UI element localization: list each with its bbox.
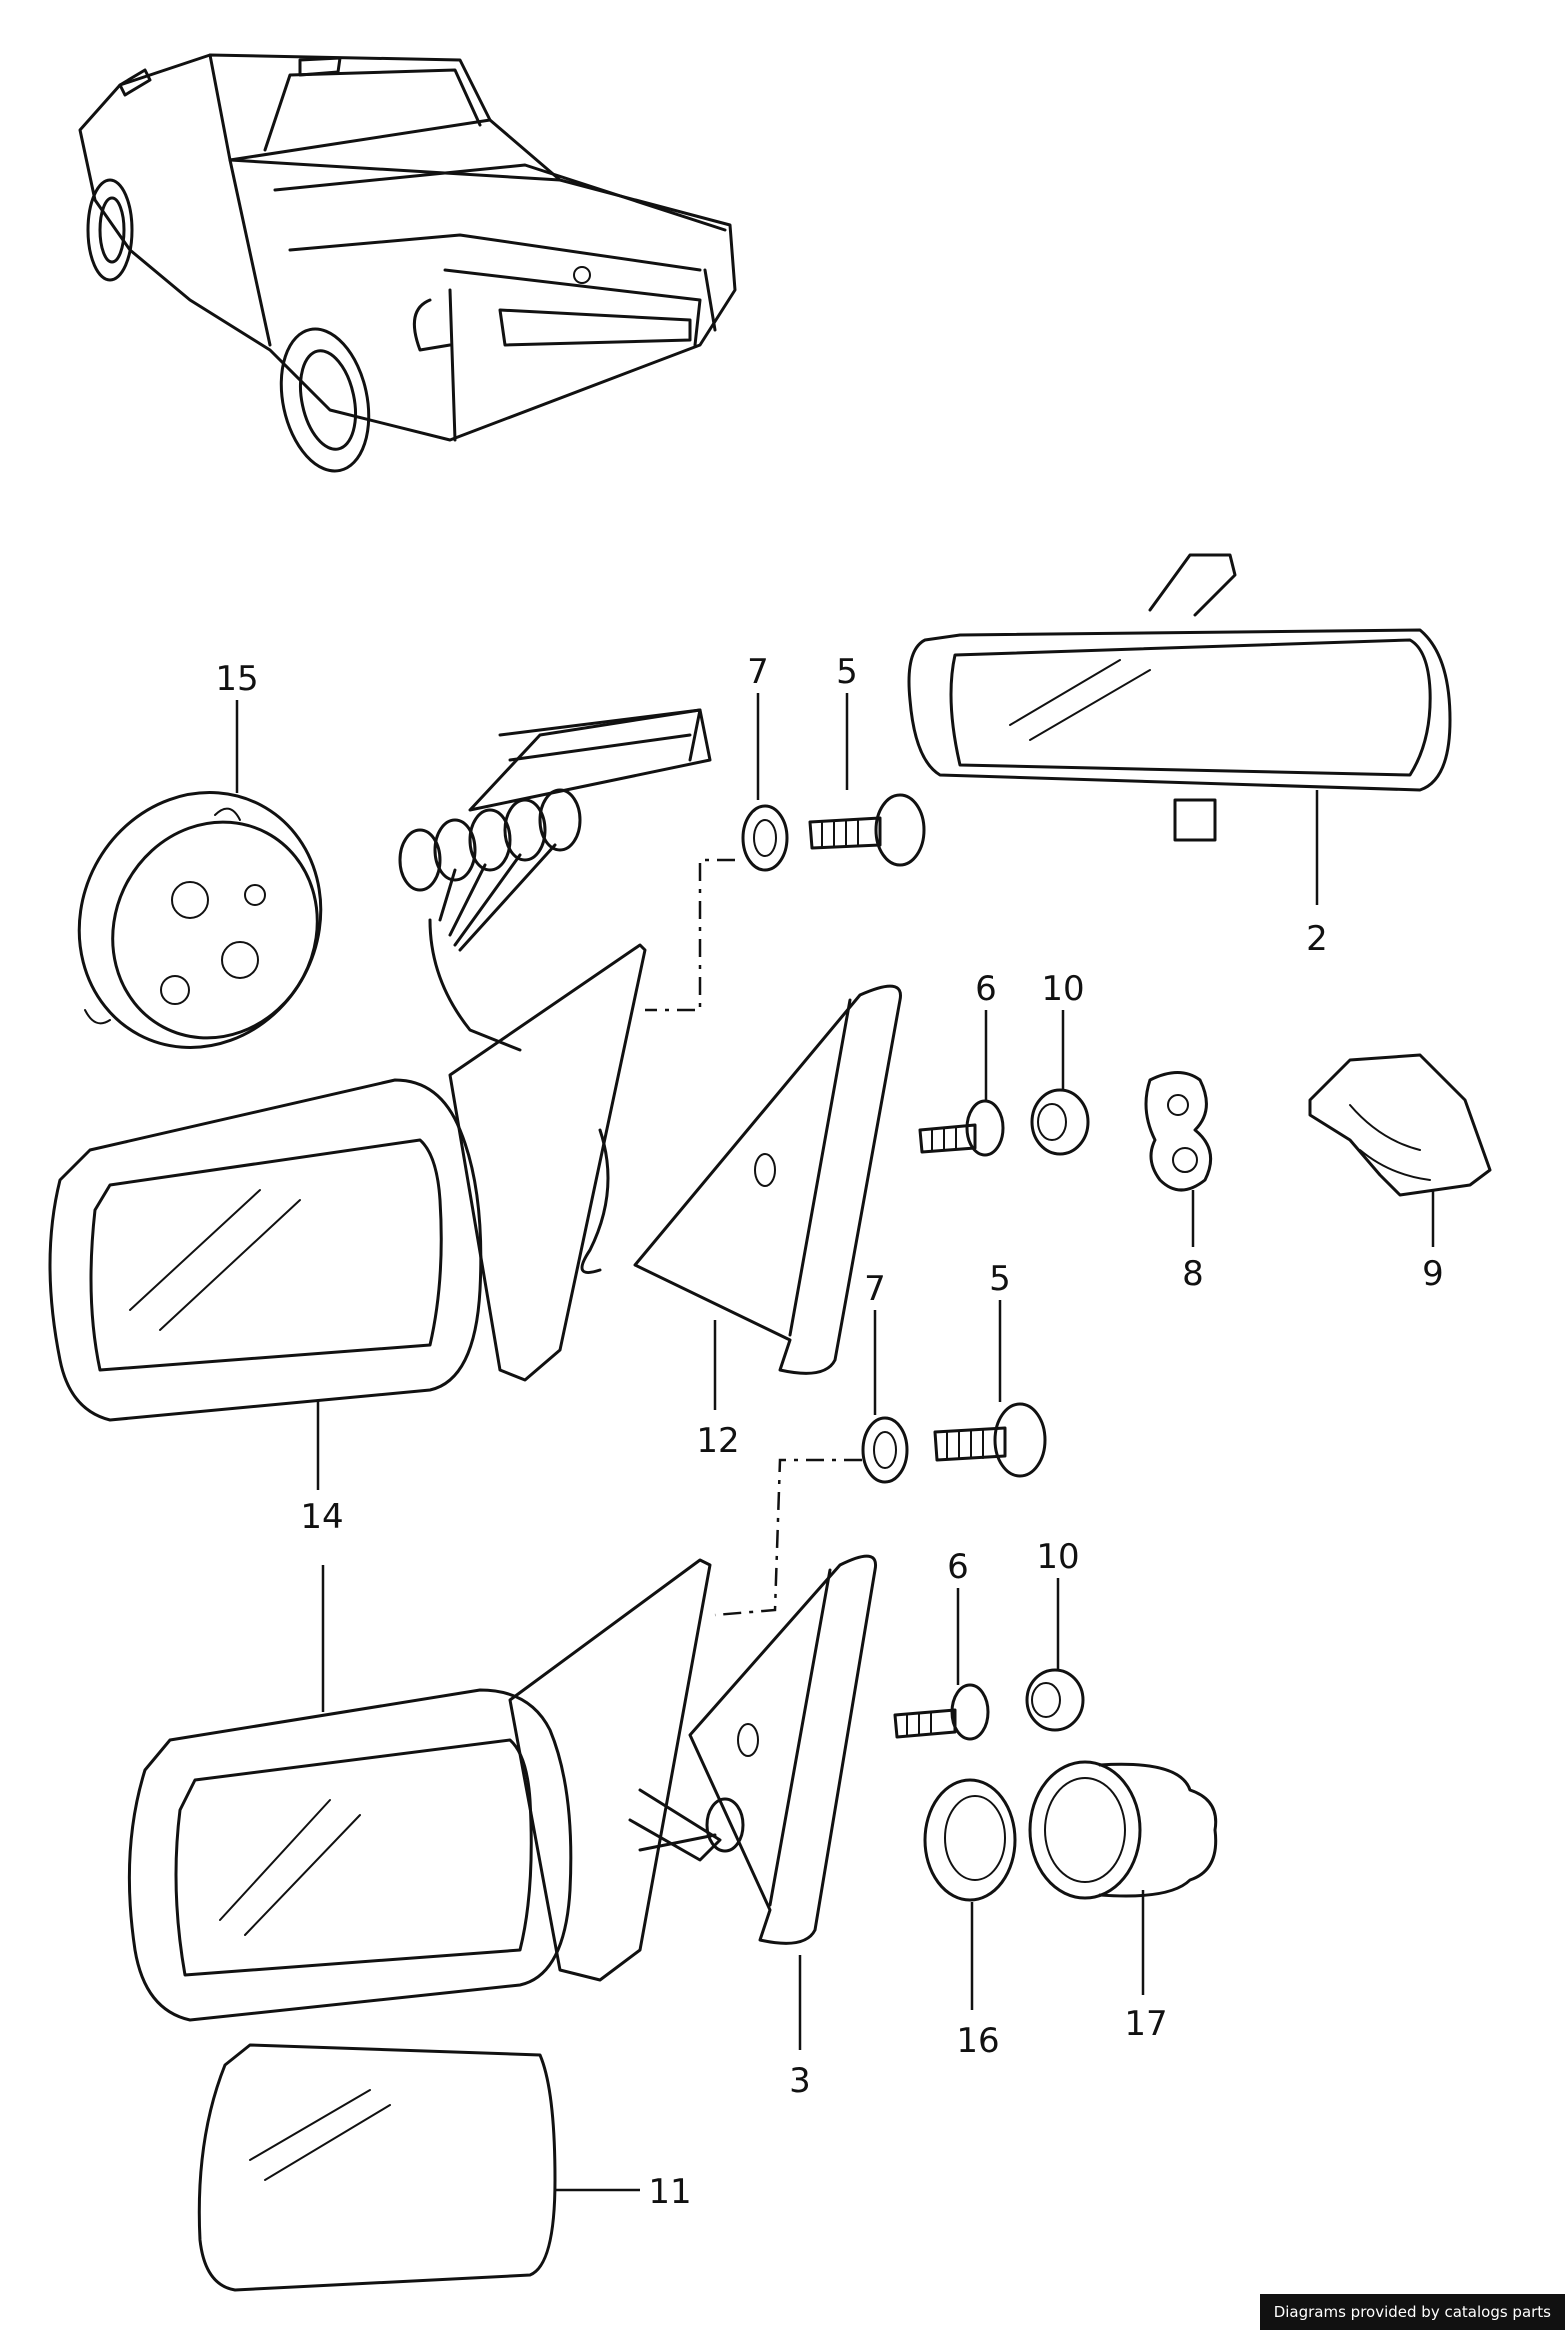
callout-17: 17 [1124, 2004, 1167, 2044]
callout-16: 16 [956, 2021, 999, 2061]
callout-11: 11 [648, 2172, 691, 2212]
part-6-screw-upper [918, 1099, 1005, 1157]
part-10-grommet-lower [1025, 1668, 1085, 1732]
callout-7-upper: 7 [747, 652, 769, 692]
wiring-harness-connector [398, 708, 712, 1052]
callout-6-lower: 6 [947, 1547, 969, 1587]
callout-5-upper: 5 [836, 652, 858, 692]
credit-badge: Diagrams provided by catalogs parts [1259, 2294, 1565, 2330]
callout-2: 2 [1306, 919, 1328, 959]
callout-10-upper: 10 [1041, 969, 1084, 1009]
callout-10-lower: 10 [1036, 1537, 1079, 1577]
part-14-exterior-mirror-lower [127, 1558, 722, 2022]
part-8-clip [1144, 1071, 1213, 1192]
callout-5-lower: 5 [989, 1259, 1011, 1299]
part-6-screw-lower [893, 1683, 990, 1741]
callout-9: 9 [1422, 1254, 1444, 1294]
callout-7-lower: 7 [864, 1269, 886, 1309]
part-7-washer-upper [741, 804, 789, 872]
callout-labels: 2 3 5 5 6 6 7 7 8 9 10 10 11 12 14 15 16… [215, 652, 1443, 2212]
part-2-interior-mirror [907, 553, 1452, 842]
callout-12: 12 [696, 1421, 739, 1461]
part-10-grommet-upper [1030, 1088, 1090, 1156]
callout-15: 15 [215, 659, 258, 699]
part-17-cover-cap [1028, 1760, 1218, 1900]
part-11-mirror-glass [197, 2043, 557, 2292]
part-9-clip-bracket [1308, 1053, 1492, 1197]
part-14-exterior-mirror-left [48, 943, 647, 1422]
part-5-screw-lower [933, 1402, 1047, 1478]
part-5-screw-upper [808, 793, 926, 867]
part-7-washer-lower [861, 1416, 909, 1484]
part-12-mounting-plate-upper [633, 984, 902, 1375]
callout-3: 3 [789, 2061, 811, 2101]
part-16-retaining-ring [923, 1778, 1017, 1902]
part-15-adjuster-unit [77, 791, 323, 1049]
part-3-mounting-plate-lower [638, 1554, 878, 1945]
callout-6-upper: 6 [975, 969, 997, 1009]
alignment-lines [645, 858, 862, 1617]
vehicle-overview-illustration [78, 53, 737, 473]
callout-8: 8 [1182, 1254, 1204, 1294]
leader-lines [235, 693, 1435, 2192]
callout-14: 14 [300, 1497, 343, 1537]
